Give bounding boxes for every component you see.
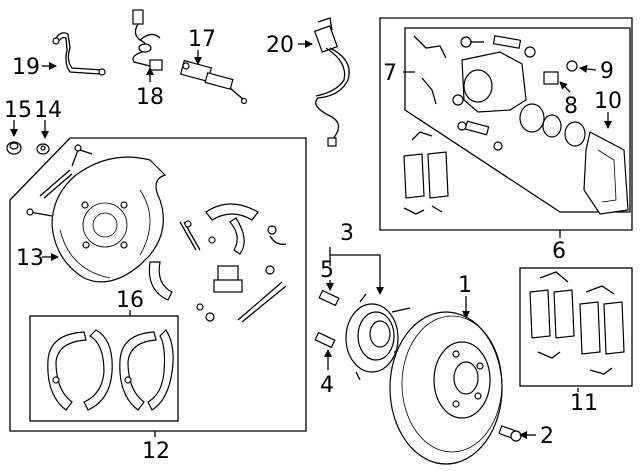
callout-19: 19 [12,55,40,80]
callout-10: 10 [594,89,622,114]
callout-1: 1 [458,273,472,298]
abs-sensor-part [313,17,350,147]
callout-16: 16 [116,288,144,313]
backing-plate-group-box [9,137,307,432]
pad-kit-box [519,267,633,387]
parking-shoe-box [29,315,179,422]
leader-lines [10,40,612,439]
caliper-bracket-part [583,131,629,215]
wheel-stud-part [318,289,340,307]
callout-11: 11 [570,391,598,416]
callout-14: 14 [34,98,62,123]
callout-15: 15 [4,98,32,123]
parking-shoes-part [47,329,174,411]
callout-6: 6 [552,239,566,264]
callout-5: 5 [320,258,334,283]
callout-4: 4 [320,373,334,398]
backing-plate-part [26,144,167,283]
caliper-subgroup-box [404,27,631,213]
parking-hardware-part [148,203,287,323]
rotor-screw-part [498,425,522,442]
caliper-group-box [379,17,633,231]
brake-pads-part [529,271,625,375]
bleeder-cap-part [6,141,22,155]
hub-bolt-part [314,331,336,349]
bleeder-screw-part [36,143,50,155]
callout-13: 13 [16,246,44,271]
callout-2: 2 [540,424,554,449]
callout-12: 12 [142,439,170,464]
caliper-pads-part [403,131,449,215]
callout-3: 3 [340,221,354,246]
caliper-part [413,35,586,151]
brake-hose-part [52,32,106,76]
callout-20: 20 [266,33,294,58]
harness-part [132,9,163,71]
hub-bearing-part [345,293,413,381]
callout-18: 18 [136,85,164,110]
brake-rotor-part [389,311,503,465]
callout-9: 9 [600,59,614,84]
callout-17: 17 [188,27,216,52]
callout-7: 7 [383,61,397,86]
actuator-part [179,59,248,105]
callout-8: 8 [564,94,578,119]
